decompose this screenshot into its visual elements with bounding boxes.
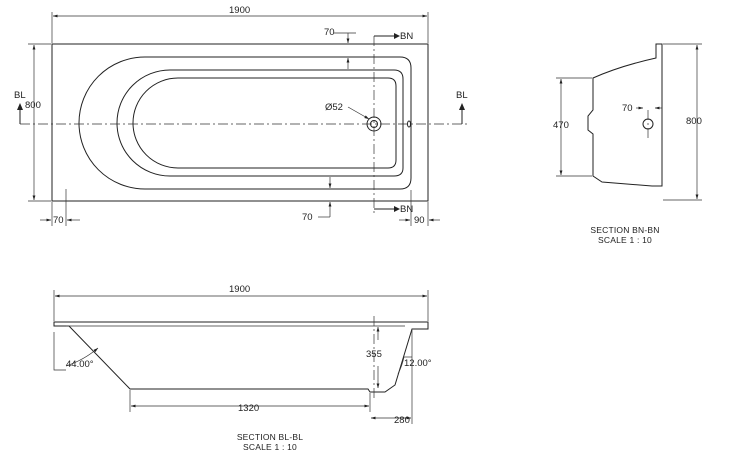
- bl-dim-offset-label: 280: [394, 415, 410, 426]
- section-bn-profile: [587, 43, 663, 187]
- bl-angle-right-label: 12.00°: [404, 358, 432, 369]
- bn-dim-depth-label: 470: [553, 120, 569, 131]
- bl-angle-left-label: 44.00°: [66, 359, 94, 370]
- bl-angle-left-leader: [53, 332, 66, 371]
- section-bn-caption-2: SCALE 1 : 10: [598, 235, 652, 245]
- bath-inner-rim: [78, 56, 412, 190]
- bn-dim-height-label: 800: [686, 116, 702, 127]
- section-bn-view: 800 470 70 SECTION BN-BN SCALE 1 : 10: [553, 43, 702, 245]
- dim-length-label: 1900: [229, 5, 250, 16]
- bn-dim-rim-label: 70: [622, 103, 633, 114]
- bl-right-arrow: [459, 103, 465, 110]
- section-bl-view: 1900 1320 280 355 44.00° 12.00° SECTION …: [53, 284, 432, 452]
- bl-dim-length-label: 1900: [229, 284, 250, 295]
- bl-left-arrow: [17, 103, 23, 110]
- bl-dim-base-label: 1320: [238, 403, 259, 414]
- dim-rim-right-label: 90: [414, 215, 425, 226]
- dim-rim-bottom-label: 70: [302, 212, 313, 223]
- bath-outline: [51, 43, 429, 202]
- dim-waste-label: Ø52: [325, 102, 343, 113]
- bl-angle-left-arc: [65, 347, 99, 367]
- bl-dim-depth-label: 355: [366, 349, 382, 360]
- section-bn-caption-1: SECTION BN-BN: [590, 225, 659, 235]
- bl-angle-right-arc: [397, 356, 405, 375]
- bl-right-label: BL: [456, 90, 468, 101]
- dim-width-label: 800: [25, 100, 41, 111]
- basin-inner: [132, 77, 397, 169]
- section-bl-caption-1: SECTION BL-BL: [237, 432, 303, 442]
- bn-bottom-arrow: [394, 206, 400, 212]
- dim-rim-top-label: 70: [324, 27, 335, 38]
- dim-waste-leader: [347, 106, 370, 120]
- bn-top-label: BN: [400, 31, 413, 42]
- section-bl-caption-2: SCALE 1 : 10: [243, 442, 297, 452]
- bl-left-label: BL: [14, 90, 26, 101]
- plan-view: BN BN BL BL 1900 800 70 70: [14, 5, 470, 226]
- bn-top-arrow: [394, 33, 400, 39]
- dim-rim-left-label: 70: [53, 215, 64, 226]
- basin-outer: [116, 69, 404, 177]
- bn-bottom-label: BN: [400, 204, 413, 215]
